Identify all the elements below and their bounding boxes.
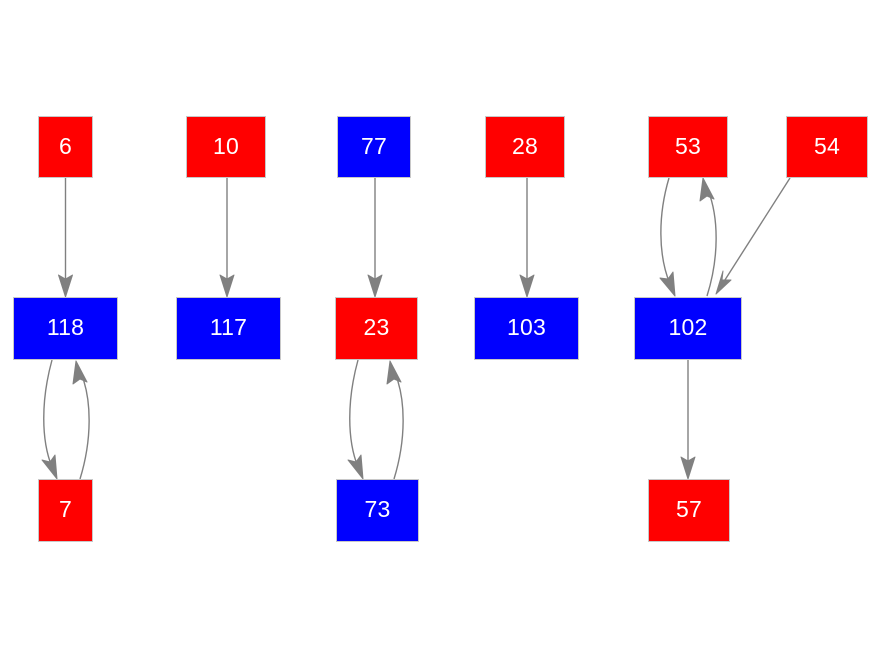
node-label: 57 (676, 496, 702, 522)
edge-line (349, 359, 359, 468)
graph-node-102[interactable]: 102 (634, 297, 742, 360)
graph-edge-n102-to-n53 (699, 177, 717, 297)
graph-node-10[interactable]: 10 (186, 116, 266, 178)
graph-edge-n77-to-n23 (367, 178, 383, 298)
arrowhead-icon (680, 456, 696, 480)
graph-node-117[interactable]: 117 (176, 297, 281, 360)
node-label: 10 (213, 132, 239, 159)
node-label: 23 (363, 314, 390, 340)
node-label: 7 (59, 496, 72, 522)
graph-node-7[interactable]: 7 (38, 479, 93, 542)
graph-node-118[interactable]: 118 (13, 297, 118, 360)
graph-node-53[interactable]: 53 (648, 116, 728, 178)
arrowhead-icon (41, 454, 58, 480)
arrowhead-icon (715, 270, 732, 295)
node-label: 54 (814, 132, 840, 159)
graph-edge-n10-to-n117 (219, 178, 235, 298)
node-label: 103 (507, 314, 546, 340)
edge-line (393, 372, 404, 480)
graph-node-57[interactable]: 57 (648, 479, 730, 542)
node-label: 28 (512, 132, 538, 159)
graph-edge-n6-to-n118 (58, 178, 73, 298)
graph-edge-n73-to-n23 (386, 360, 404, 480)
graph-node-73[interactable]: 73 (336, 479, 419, 542)
graph-edge-n54-to-n102 (715, 177, 791, 295)
graph-edge-n28-to-n103 (519, 178, 535, 298)
graph-edge-n53-to-n102 (659, 177, 676, 297)
node-label: 102 (668, 314, 708, 340)
edge-line (722, 177, 791, 284)
graph-node-54[interactable]: 54 (786, 116, 868, 178)
arrowhead-icon (72, 360, 88, 385)
graph-edge-n118-to-n7 (41, 359, 58, 480)
edge-line (660, 177, 671, 285)
arrowhead-icon (386, 360, 402, 385)
graph-node-23[interactable]: 23 (335, 297, 418, 360)
graph-node-6[interactable]: 6 (38, 116, 93, 178)
node-label: 118 (46, 314, 85, 340)
arrowhead-icon (659, 271, 676, 297)
graph-node-28[interactable]: 28 (485, 116, 565, 178)
graph-node-103[interactable]: 103 (474, 297, 579, 360)
graph-node-77[interactable]: 77 (337, 116, 411, 178)
graph-edge-n102-to-n57 (680, 360, 696, 480)
node-label: 53 (675, 132, 701, 159)
arrowhead-icon (519, 274, 535, 298)
graph-edge-n7-to-n118 (72, 360, 90, 480)
node-label: 77 (361, 132, 387, 159)
graph-edge-n23-to-n73 (347, 359, 364, 480)
node-label: 117 (209, 314, 248, 340)
edge-line (79, 372, 90, 480)
edge-line (706, 189, 717, 297)
node-label: 73 (364, 496, 391, 522)
arrowhead-icon (699, 177, 715, 202)
arrowhead-icon (347, 454, 364, 480)
arrowhead-icon (219, 274, 235, 298)
arrowhead-icon (367, 274, 383, 298)
arrowhead-icon (58, 274, 73, 298)
edge-line (43, 359, 53, 468)
node-label: 6 (59, 132, 72, 159)
